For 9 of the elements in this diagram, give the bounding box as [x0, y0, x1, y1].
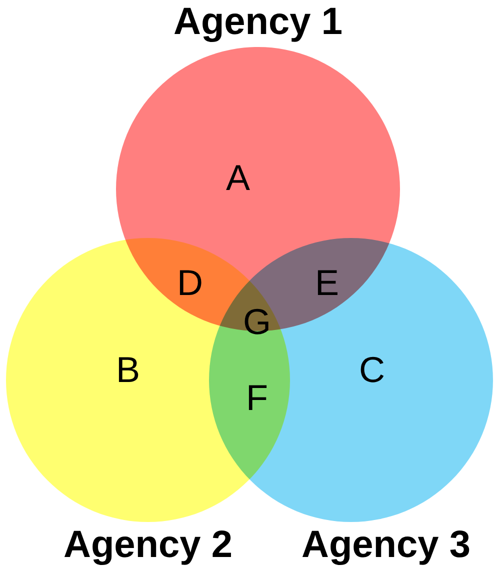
region-label: B [114, 350, 141, 390]
region-label: E [314, 263, 340, 303]
region-label: C [358, 350, 386, 390]
set-title: Agency 2 [62, 523, 234, 567]
set-title: Agency 3 [300, 523, 472, 567]
set-title: Agency 1 [172, 0, 344, 44]
region-label: A [224, 158, 251, 198]
region-label: D [176, 263, 204, 303]
region-label: F [245, 378, 269, 418]
